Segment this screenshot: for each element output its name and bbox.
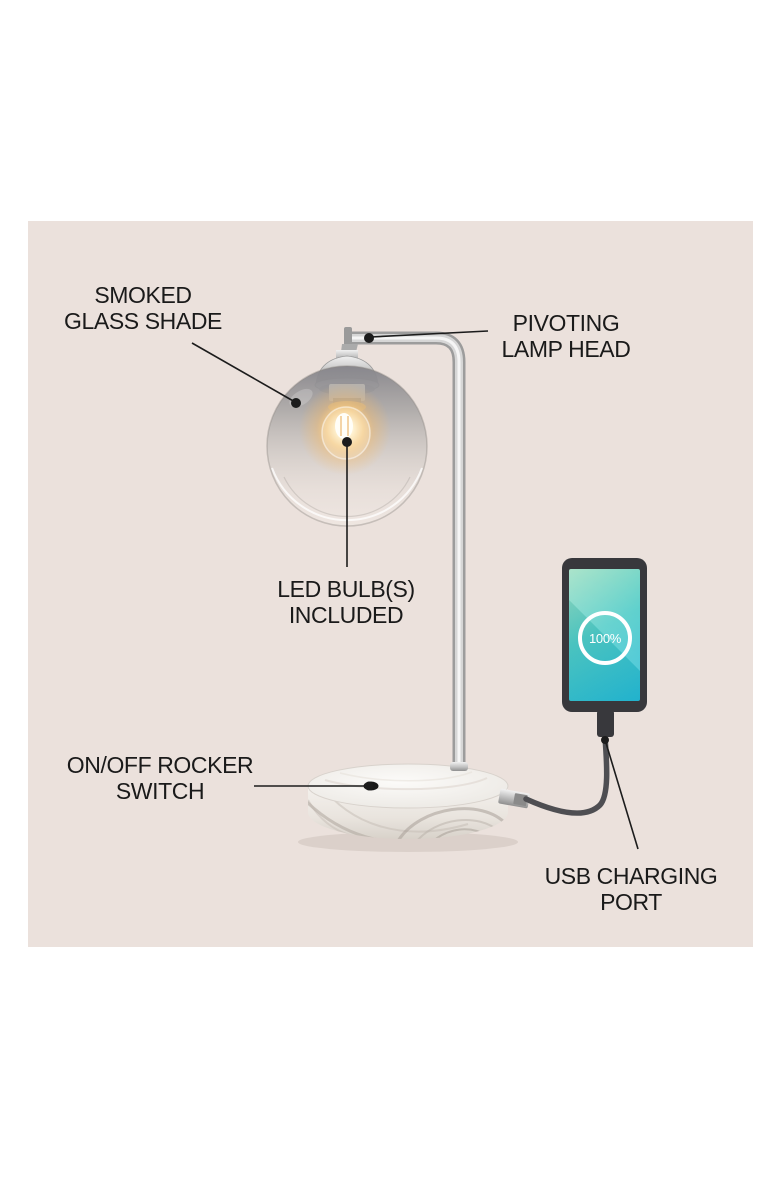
- pole-flange: [450, 762, 468, 771]
- phone-screen: 100%: [569, 569, 640, 701]
- label-pivoting-lamp-head: PIVOTING LAMP HEAD: [501, 310, 631, 362]
- leader-dot-smoked-glass-shade: [291, 398, 301, 408]
- label-smoked-glass-shade: SMOKED GLASS SHADE: [64, 282, 222, 334]
- callout-leaders: [191, 330, 639, 850]
- battery-percent-text: 100%: [588, 630, 622, 646]
- battery-ring: 100%: [578, 611, 632, 665]
- leader-pivoting-lamp-head: [370, 330, 489, 338]
- led-bulb: [299, 383, 391, 475]
- label-usb-charging-port: USB CHARGING PORT: [544, 863, 718, 915]
- label-led-bulbs-included: LED BULB(S) INCLUDED: [277, 576, 415, 628]
- phone-illustration: 100%: [562, 558, 647, 712]
- lamp-arm: [340, 327, 466, 772]
- usb-cable: [523, 734, 610, 816]
- base-shadow: [298, 832, 518, 852]
- usb-plug: [498, 788, 530, 809]
- phone-connector: [597, 710, 614, 737]
- leader-dot-usb-charging-port: [601, 736, 609, 744]
- leader-dot-pivoting-lamp-head: [364, 333, 374, 343]
- leader-smoked-glass-shade: [191, 342, 296, 403]
- leader-usb-charging-port: [605, 742, 639, 850]
- leader-dot-led-bulb: [342, 437, 352, 447]
- lamp-base: [307, 762, 509, 839]
- label-on-off-rocker-switch: ON/OFF ROCKER SWITCH: [66, 752, 254, 804]
- leader-dot-rocker-switch: [364, 781, 374, 791]
